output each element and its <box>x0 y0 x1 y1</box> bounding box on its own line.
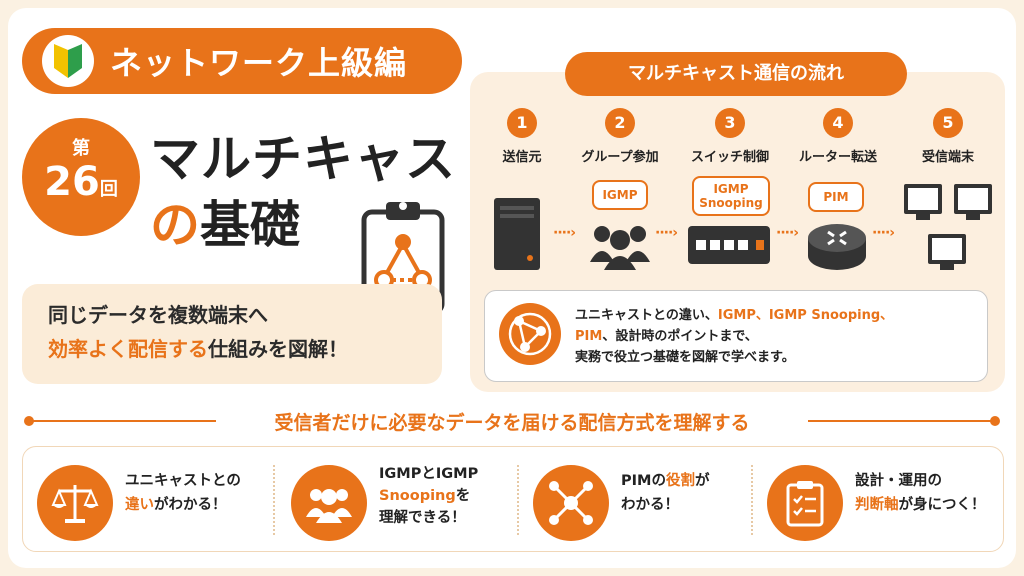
step-label: グループ参加 <box>581 150 659 165</box>
benefit3-line1b: が <box>694 473 710 489</box>
benefit4-highlight: 判断軸 <box>855 497 899 513</box>
benefit1-line1: ユニキャストとの <box>125 473 241 489</box>
hub-nodes-icon <box>533 465 609 541</box>
pim-label: PIM <box>808 182 864 212</box>
description-highlight: 効率よく配信する <box>48 337 208 361</box>
balance-scale-icon <box>37 465 113 541</box>
benefit3-line2: わかる！ <box>621 497 679 513</box>
group-users-icon <box>291 465 367 541</box>
benefit2-line2: を <box>455 488 471 504</box>
step-number: 4 <box>823 108 853 138</box>
description-line2: 仕組みを図解！ <box>208 337 348 361</box>
step-1: 1 送信元 <box>462 108 582 165</box>
benefit3-highlight: 役割 <box>665 473 695 489</box>
benefit-difference: ユニキャストとの 違いがわかる！ <box>37 461 267 541</box>
benefit2-highlight: Snooping <box>379 488 456 504</box>
step-label: スイッチ制御 <box>690 150 769 165</box>
benefit1-highlight: 違い <box>125 497 154 513</box>
step-number: 5 <box>933 108 963 138</box>
page-title: マルチキャスト の基礎 <box>150 128 507 256</box>
router-icon <box>806 218 868 276</box>
benefit2-line3: 理解できる！ <box>379 510 466 526</box>
snooping-line2: Snooping <box>699 196 763 210</box>
description-box: 同じデータを複数端末へ 効率よく配信する仕組みを図解！ <box>22 284 442 384</box>
server-icon <box>492 196 542 276</box>
episode-prefix: 第 <box>72 138 90 159</box>
separator <box>273 465 275 535</box>
step-label: 受信端末 <box>921 150 974 165</box>
info-line2a: PIM <box>575 329 603 344</box>
step-number: 2 <box>605 108 635 138</box>
separator <box>517 465 519 535</box>
benefit-design: 設計・運用の 判断軸が身につく！ <box>767 461 997 541</box>
benefit-igmp: IGMPとIGMP Snoopingを 理解できる！ <box>291 461 511 541</box>
beginner-leaf-icon <box>42 35 94 87</box>
episode-suffix: 回 <box>99 179 118 200</box>
step-number: 1 <box>507 108 537 138</box>
users-icon <box>588 222 652 274</box>
benefit4-line2: が身につく！ <box>898 497 986 513</box>
info-line1a: ユニキャストとの違い、 <box>575 308 718 323</box>
step-5: 5 受信端末 <box>888 108 1008 165</box>
episode-number: 26 <box>44 159 100 205</box>
series-banner: ネットワーク上級編 <box>22 28 462 94</box>
flow-arrow-icon: ····› <box>872 225 895 241</box>
flow-arrow-icon: ····› <box>776 225 799 241</box>
step-3: 3 スイッチ制御 <box>670 108 790 165</box>
series-label: ネットワーク上級編 <box>110 44 408 82</box>
benefit2-line1: IGMPとIGMP <box>379 466 479 482</box>
snooping-line1: IGMP <box>713 182 749 196</box>
igmp-snooping-label: IGMP Snooping <box>692 176 770 216</box>
benefit3-line1a: PIMの <box>621 473 666 489</box>
divider-line <box>30 420 216 422</box>
benefit-pim: PIMの役割が わかる！ <box>533 461 753 541</box>
step-2: 2 グループ参加 <box>560 108 680 165</box>
title-no: の <box>150 196 200 254</box>
igmp-label: IGMP <box>592 180 648 210</box>
info-line2b: 、設計時のポイントまで、 <box>602 329 758 344</box>
info-box: ユニキャストとの違い、IGMP、IGMP Snooping、 PIM、設計時のポ… <box>484 290 988 382</box>
benefit4-line1: 設計・運用の <box>855 473 942 489</box>
episode-badge: 第 26回 <box>22 118 140 236</box>
step-label: ルーター転送 <box>798 150 877 165</box>
switch-icon <box>686 222 772 272</box>
step-label: 送信元 <box>502 150 542 165</box>
network-nodes-icon <box>499 303 561 365</box>
divider-dot <box>24 416 34 426</box>
benefit1-line2: がわかる！ <box>154 497 227 513</box>
description-line1: 同じデータを複数端末へ <box>48 303 268 327</box>
info-line1b: IGMP、IGMP Snooping、 <box>717 308 894 323</box>
receiver-terminals-icon <box>902 180 996 280</box>
title-line1: マルチキャスト <box>150 130 507 188</box>
divider-line <box>808 420 994 422</box>
flow-arrow-icon: ····› <box>655 225 678 241</box>
step-4: 4 ルーター転送 <box>778 108 898 165</box>
flow-title: マルチキャスト通信の流れ <box>565 52 907 96</box>
step-number: 3 <box>715 108 745 138</box>
flow-arrow-icon: ····› <box>553 225 576 241</box>
benefits-bar: ユニキャストとの 違いがわかる！ IGMPとIGMP Snoopingを 理解で… <box>22 446 1004 552</box>
separator <box>751 465 753 535</box>
title-line2: 基礎 <box>200 196 300 254</box>
info-line3: 実務で役立つ基礎を図解で学べます。 <box>575 350 795 365</box>
checklist-icon <box>767 465 843 541</box>
tagline: 受信者だけに必要なデータを届ける配信方式を理解する <box>274 412 750 434</box>
divider-dot <box>990 416 1000 426</box>
